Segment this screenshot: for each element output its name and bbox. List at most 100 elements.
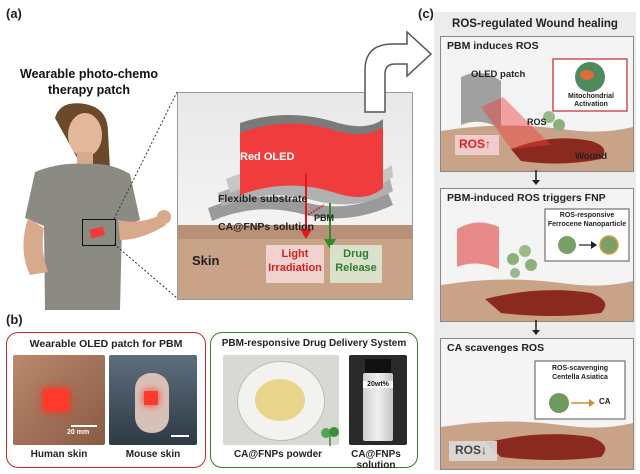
patch-zoom-view: Red OLED Flexible substrate CA@FNPs solu… (177, 92, 413, 300)
mouse-skin-caption: Mouse skin (125, 449, 181, 460)
patch-layers-drawing (178, 115, 412, 299)
powder-pile (255, 379, 305, 421)
oled-patch-label: OLED patch (471, 69, 526, 80)
panel-a-title-line1: Wearable photo-chemo (20, 67, 158, 81)
step2-drawing (441, 208, 633, 321)
skin-surface (178, 225, 412, 239)
powder-photo (223, 355, 339, 445)
ros-down-box (449, 441, 497, 461)
ros-label: ROS (527, 117, 547, 127)
ca-text: CA (599, 397, 611, 406)
flexible-substrate-label: Flexible substrate (218, 193, 308, 205)
drug-line2: Release (335, 262, 377, 274)
drug-arrow-head (324, 239, 336, 249)
ros-up-box (455, 135, 499, 155)
step2-title: PBM-induced ROS triggers FNP (447, 192, 606, 204)
vial-cap (365, 359, 391, 373)
mito-line1: Mitochondrial (568, 93, 614, 100)
red-oled-label: Red OLED (240, 151, 295, 163)
fnp-line2: Ferrocene Nanoparticle (547, 220, 627, 228)
human-skin-caption: Human skin (30, 449, 88, 460)
arm-patch (89, 226, 106, 239)
drug-delivery-box-title: PBM-responsive Drug Delivery System (221, 338, 407, 349)
pbm-label: PBM (314, 213, 334, 223)
down-arrow-1 (532, 170, 540, 185)
drug-label-box (330, 245, 382, 283)
panel-c-title: ROS-regulated Wound healing (452, 18, 618, 30)
ca-line1: ROS-scavenging (551, 365, 608, 372)
panel-c-label: (c) (418, 6, 434, 21)
step3-title: CA scavenges ROS (447, 342, 545, 354)
step2-fnp-4 (510, 268, 520, 278)
oled-patch-box-title: Wearable OLED patch for PBM (29, 338, 183, 350)
powder-caption: CA@FNPs powder (233, 449, 323, 460)
step2-fnp-2 (519, 245, 531, 257)
mouse-skin-photo (109, 355, 197, 445)
mito-organelle (580, 70, 594, 80)
face (68, 113, 102, 157)
drug-delivery-box: PBM-responsive Drug Delivery System 20wt… (210, 332, 418, 471)
panel-b-label: (b) (6, 312, 23, 327)
vial-label: 20wt% (363, 381, 393, 388)
step2-fnp-3 (525, 259, 537, 271)
wound-label: Wound (575, 151, 608, 162)
right-forearm (118, 215, 166, 240)
step2-wound (485, 290, 606, 316)
drug-line1: Drug (343, 248, 369, 260)
fnp-released (599, 235, 619, 255)
ca-particle (549, 393, 569, 413)
mouse-patch (144, 391, 158, 405)
step1-box: PBM induces ROS OLED patch Mitochondrial… (440, 36, 634, 172)
ca-inset-box (534, 360, 626, 420)
step2-box: PBM-induced ROS triggers FNP ROS-respons… (440, 188, 634, 322)
arm-highlight-box (82, 219, 116, 246)
step3-wound (485, 434, 606, 460)
solution-label: CA@FNPs solution (218, 221, 314, 233)
right-fist (157, 210, 171, 224)
step3-drawing (441, 360, 633, 469)
mouse-scale-bar (171, 435, 189, 437)
panel-a-title-line2: therapy patch (48, 83, 130, 97)
scale-bar (71, 425, 97, 427)
light-arrow-head (300, 229, 312, 239)
down-arrow-2 (532, 320, 540, 335)
vial-photo: 20wt% (349, 355, 407, 445)
step1-oled-patch (461, 72, 501, 129)
ros-up-label: ROS↑ (459, 137, 492, 151)
step1-particle-1 (543, 111, 555, 123)
substrate-layer-3 (208, 193, 393, 221)
solution-caption: CA@FNPs solution (351, 449, 401, 471)
red-oled-layer (240, 121, 383, 197)
panel-a-label: (a) (6, 6, 22, 21)
fnp-label: ROS-responsive Ferrocene Nanoparticle (545, 212, 629, 229)
step3-box: CA scavenges ROS ROS-scavenging Centella… (440, 338, 634, 470)
human-skin-photo: 20 mm (13, 355, 105, 445)
ca-label: ROS-scavenging Centella Asiatica (535, 365, 625, 382)
leaf-icon (321, 427, 339, 446)
light-label-box (266, 245, 324, 283)
step1-drawing (441, 58, 633, 171)
mito-label: Mitochondrial Activation (555, 93, 627, 109)
step1-particle-2 (553, 119, 565, 131)
human-skin-patch (43, 389, 69, 411)
oled-top-cover (240, 115, 383, 135)
fnp-arrow-head (591, 241, 597, 249)
pbm-arrow (307, 204, 325, 216)
oled-patch-box: Wearable OLED patch for PBM 20 mm Human … (6, 332, 206, 468)
ca-arrow-head (589, 399, 595, 407)
panel-a-title: Wearable photo-chemo therapy patch (14, 66, 164, 98)
drug-release-label: Drug Release (330, 247, 382, 275)
step1-title: PBM induces ROS (447, 40, 539, 52)
light-line2: Irradiation (268, 262, 322, 274)
ca-line2: Centella Asiatica (552, 373, 608, 381)
step2-oled-patch (457, 222, 499, 269)
scale-label: 20 mm (67, 429, 90, 436)
curved-arrow-to-c (364, 30, 433, 113)
fnp-line1: ROS-responsive (559, 212, 615, 219)
skin-label: Skin (192, 253, 220, 268)
fnp-intact (558, 236, 576, 254)
mito-line2: Activation (574, 101, 608, 108)
step2-fnp-1 (507, 253, 519, 265)
light-irradiation-label: Light Irradiation (266, 247, 324, 275)
